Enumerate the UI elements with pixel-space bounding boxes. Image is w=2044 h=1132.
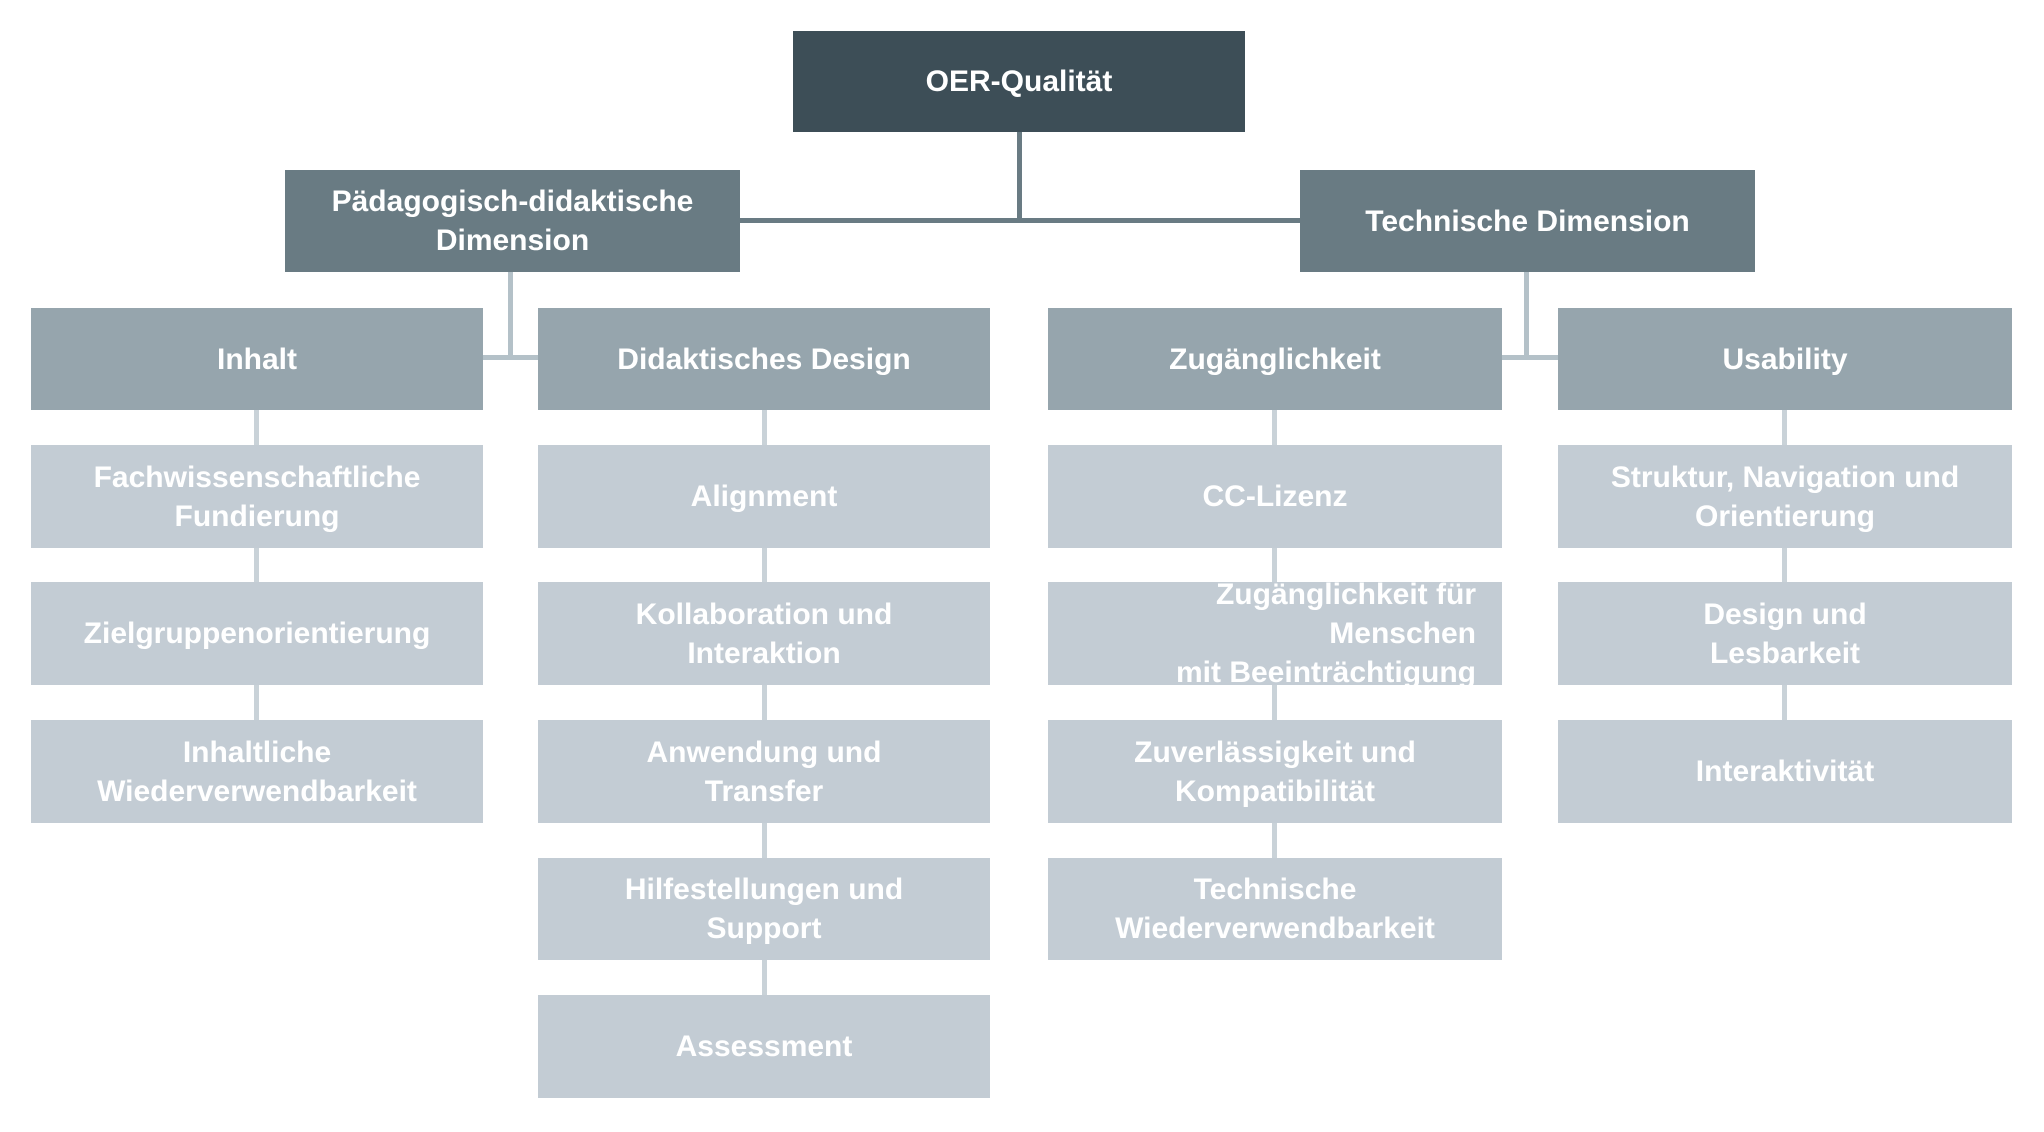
node-paedagogisch-didaktische-dimension: Pädagogisch-didaktische Dimension <box>285 170 740 272</box>
node-struktur-navigation-und-orientierung: Struktur, Navigation und Orientierung <box>1558 445 2012 548</box>
node-alignment-label: Alignment <box>690 480 838 513</box>
node-inhalt-label: Inhalt <box>217 342 297 376</box>
connector-col3-stub-3 <box>1272 685 1277 720</box>
node-didaktisches-design-label: Didaktisches Design <box>617 342 911 376</box>
connector-col3-stub-2 <box>1272 548 1277 582</box>
node-oer-qualitaet-label: OER-Qualität <box>925 65 1113 98</box>
node-paedagogisch-didaktische-dimension-label: Pädagogisch-didaktische Dimension <box>331 185 694 257</box>
node-cc-lizenz: CC-Lizenz <box>1048 445 1502 548</box>
connector-col3-stub-1 <box>1272 410 1277 445</box>
node-zugaenglichkeit-fuer-menschen-mit-beeintraechtigung: Zugänglichkeit für Menschen mit Beeinträ… <box>1048 578 1502 689</box>
connector-col3-stub-4 <box>1272 823 1277 858</box>
node-kollaboration-und-interaktion: Kollaboration und Interaktion <box>538 582 990 685</box>
connector-col2-stub-1 <box>762 410 767 445</box>
connector-technisch-vertical <box>1524 272 1529 360</box>
node-fachwissenschaftliche-fundierung-label: Fachwissenschaftliche Fundierung <box>93 460 421 533</box>
connector-col4-stub-1 <box>1782 410 1787 445</box>
connector-col2-stub-5 <box>762 960 767 995</box>
node-inhalt: Inhalt <box>31 308 483 410</box>
node-assessment: Assessment <box>538 995 990 1098</box>
connector-col1-stub-2 <box>254 548 259 582</box>
node-anwendung-und-transfer-label: Anwendung und Transfer <box>646 735 882 808</box>
node-didaktisches-design: Didaktisches Design <box>538 308 990 410</box>
node-hilfestellungen-und-support: Hilfestellungen und Support <box>538 858 990 960</box>
connector-col1-stub-1 <box>254 410 259 445</box>
node-kollaboration-und-interaktion-label: Kollaboration und Interaktion <box>635 597 893 670</box>
node-technische-wiederverwendbarkeit: Technische Wiederverwendbarkeit <box>1048 858 1502 960</box>
node-oer-qualitaet: OER-Qualität <box>793 31 1245 132</box>
node-cc-lizenz-label: CC-Lizenz <box>1202 480 1348 513</box>
connector-root-horizontal <box>740 218 1300 223</box>
connector-col4-stub-3 <box>1782 685 1787 720</box>
node-zielgruppenorientierung-label: Zielgruppenorientierung <box>83 617 431 650</box>
node-zugaenglichkeit-fuer-menschen-mit-beeintraechtigung-label: Zugänglichkeit für Menschen mit Beeinträ… <box>1175 578 1476 689</box>
node-interaktivitaet: Interaktivität <box>1558 720 2012 823</box>
node-zuverlaessigkeit-und-kompatibilitaet: Zuverlässigkeit und Kompatibilität <box>1048 720 1502 823</box>
node-usability-label: Usability <box>1722 342 1848 376</box>
connector-col2-stub-3 <box>762 685 767 720</box>
connector-paedagogisch-horizontal <box>483 355 538 360</box>
node-anwendung-und-transfer: Anwendung und Transfer <box>538 720 990 823</box>
node-technische-dimension-label: Technische Dimension <box>1365 204 1690 238</box>
node-design-und-lesbarkeit-label: Design und Lesbarkeit <box>1703 597 1867 670</box>
node-technische-wiederverwendbarkeit-label: Technische Wiederverwendbarkeit <box>1115 873 1435 945</box>
node-zugaenglichkeit: Zugänglichkeit <box>1048 308 1502 410</box>
node-design-und-lesbarkeit: Design und Lesbarkeit <box>1558 582 2012 685</box>
node-inhaltliche-wiederverwendbarkeit-label: Inhaltliche Wiederverwendbarkeit <box>97 735 417 808</box>
node-hilfestellungen-und-support-label: Hilfestellungen und Support <box>624 873 904 945</box>
connector-col2-stub-4 <box>762 823 767 858</box>
node-interaktivitaet-label: Interaktivität <box>1695 755 1875 788</box>
node-fachwissenschaftliche-fundierung: Fachwissenschaftliche Fundierung <box>31 445 483 548</box>
node-struktur-navigation-und-orientierung-label: Struktur, Navigation und Orientierung <box>1610 460 1960 533</box>
connector-col1-stub-3 <box>254 685 259 720</box>
connector-col2-stub-2 <box>762 548 767 582</box>
node-technische-dimension: Technische Dimension <box>1300 170 1755 272</box>
connector-root-vertical <box>1017 132 1022 223</box>
connector-col4-stub-2 <box>1782 548 1787 582</box>
node-assessment-label: Assessment <box>675 1030 853 1063</box>
connector-paedagogisch-vertical <box>508 272 513 360</box>
node-inhaltliche-wiederverwendbarkeit: Inhaltliche Wiederverwendbarkeit <box>31 720 483 823</box>
node-usability: Usability <box>1558 308 2012 410</box>
node-zuverlaessigkeit-und-kompatibilitaet-label: Zuverlässigkeit und Kompatibilität <box>1134 735 1416 808</box>
node-alignment: Alignment <box>538 445 990 548</box>
node-zugaenglichkeit-label: Zugänglichkeit <box>1169 342 1381 376</box>
node-zielgruppenorientierung: Zielgruppenorientierung <box>31 582 483 685</box>
connector-technisch-horizontal <box>1502 355 1558 360</box>
